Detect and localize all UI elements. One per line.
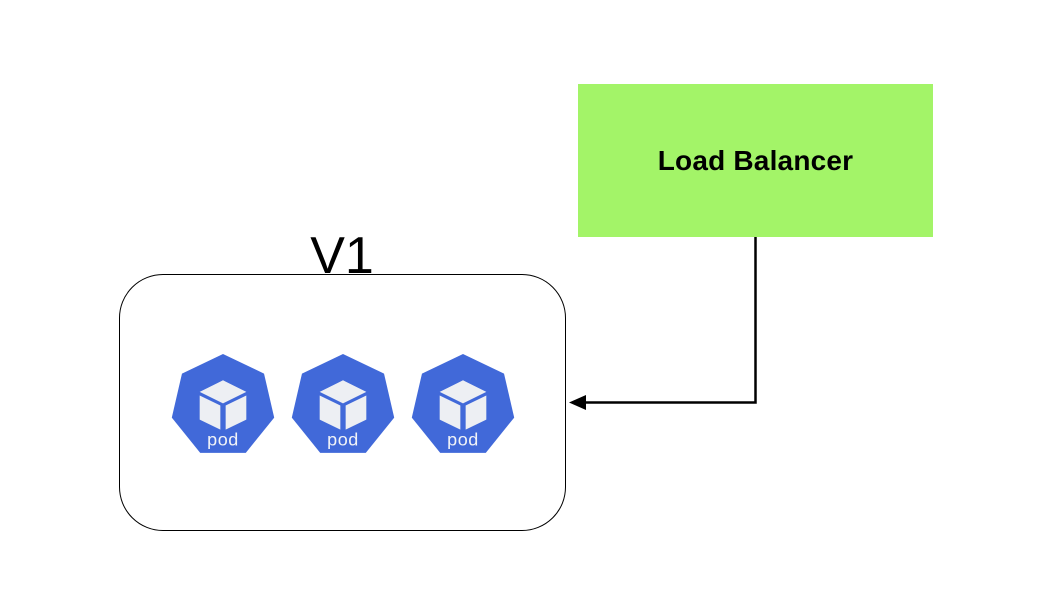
arrow-head-icon xyxy=(569,395,586,410)
arrow-line xyxy=(586,237,757,404)
pod-label: pod xyxy=(207,429,239,449)
heptagon-shape xyxy=(291,354,395,453)
load-balancer-label: Load Balancer xyxy=(657,144,854,176)
pod-icon: pod xyxy=(291,354,395,453)
pod-label: pod xyxy=(327,429,359,449)
heptagon-shape xyxy=(171,354,275,453)
load-balancer-box: Load Balancer xyxy=(578,84,933,237)
pod-label: pod xyxy=(447,429,479,449)
heptagon-shape xyxy=(411,354,515,453)
pod-icon: pod xyxy=(411,354,515,453)
pod-icon: pod xyxy=(171,354,275,453)
